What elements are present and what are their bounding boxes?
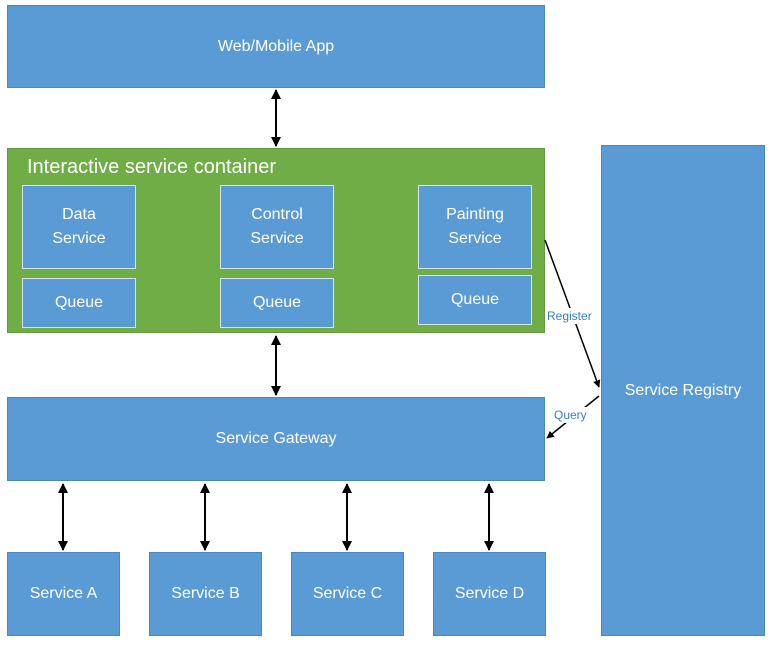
service-gateway-box: Service Gateway xyxy=(7,397,545,481)
service-a-label: Service A xyxy=(29,585,98,602)
data-service-box: Data Service xyxy=(22,185,136,269)
service-a-box: Service A xyxy=(7,552,120,636)
service-c-box: Service C xyxy=(291,552,404,636)
service-gateway-label: Service Gateway xyxy=(215,430,337,447)
queue-box-control: Queue xyxy=(220,278,334,328)
query-edge-label: Query xyxy=(552,407,589,423)
service-registry-label: Service Registry xyxy=(624,381,742,399)
control-service-label: Control Service xyxy=(250,206,304,247)
container-title: Interactive service container xyxy=(27,156,277,178)
register-edge-label: Register xyxy=(545,308,594,324)
service-b-box: Service B xyxy=(149,552,262,636)
service-registry-box: Service Registry xyxy=(601,145,765,636)
web-mobile-app-label: Web/Mobile App xyxy=(217,37,335,55)
service-b-label: Service B xyxy=(171,585,240,602)
queue-label-painting: Queue xyxy=(450,291,500,308)
queue-box-painting: Queue xyxy=(418,275,532,325)
queue-box-data: Queue xyxy=(22,278,136,328)
painting-service-box: Painting Service xyxy=(418,185,532,269)
queue-label-data: Queue xyxy=(54,294,104,311)
control-service-box: Control Service xyxy=(220,185,334,269)
data-service-label: Data Service xyxy=(52,206,106,247)
service-c-label: Service C xyxy=(312,585,383,602)
web-mobile-app-box: Web/Mobile App xyxy=(7,5,545,88)
service-d-label: Service D xyxy=(454,585,525,602)
painting-service-label: Painting Service xyxy=(446,206,504,247)
queue-label-control: Queue xyxy=(252,294,302,311)
service-d-box: Service D xyxy=(433,552,546,636)
